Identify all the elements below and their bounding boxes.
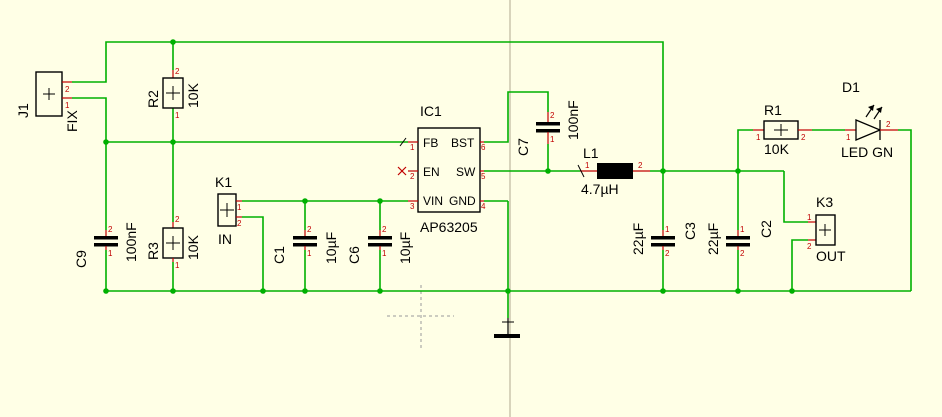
c7-value: 100nF: [565, 100, 581, 140]
r2-ref: R2: [145, 90, 161, 108]
c6-pin-2: 2: [382, 225, 387, 234]
ground-symbol: [494, 318, 520, 338]
capacitor-c6[interactable]: 2 1 C6 10µF: [346, 225, 413, 264]
l1-ref: L1: [583, 145, 599, 161]
r2-pin-1: 1: [175, 111, 180, 120]
r3-pin-2: 2: [175, 215, 180, 224]
r1-ref: R1: [764, 102, 782, 118]
led-d1[interactable]: 1 2 D1 LED GN: [841, 79, 898, 160]
d1-pin-1: 1: [846, 133, 851, 142]
r2-pin-2: 2: [175, 67, 180, 76]
c3-pin-1: 1: [665, 225, 670, 234]
j1-pin-1: 1: [65, 101, 70, 110]
c9-value: 100nF: [123, 222, 139, 262]
c2-pin-2: 2: [740, 249, 745, 258]
wires: [72, 41, 912, 318]
k3-ref: K3: [816, 194, 833, 210]
k3-pin-2: 2: [807, 242, 812, 251]
r1-value: 10K: [764, 141, 790, 157]
k3-value: OUT: [816, 248, 846, 264]
c2-ref: C2: [758, 220, 774, 238]
c7-pin-2: 2: [550, 111, 555, 120]
d1-ref: D1: [842, 79, 860, 95]
c7-pin-1: 1: [550, 135, 555, 144]
c6-ref: C6: [346, 246, 362, 264]
k1-pin-2: 2: [237, 219, 242, 228]
capacitor-c9[interactable]: 2 1 C9 100nF: [73, 222, 139, 268]
r3-ref: R3: [145, 242, 161, 260]
ic1-pin-en-label: EN: [423, 165, 440, 179]
k1-pin-1: 1: [237, 203, 242, 212]
inductor-l1[interactable]: 1 2 L1 4.7µH: [577, 145, 650, 197]
connector-k3[interactable]: 1 2 K3 OUT: [807, 194, 846, 264]
ic1-pin-2: 2: [410, 172, 415, 181]
ic1-pin-gnd-label: GND: [449, 194, 476, 208]
capacitor-c7[interactable]: 2 1 C7 100nF: [515, 100, 581, 156]
ic1-pin-3: 3: [410, 202, 415, 211]
l1-pin-1: 1: [585, 161, 590, 170]
ic1-pin-5: 5: [481, 172, 486, 181]
l1-pin-2: 2: [638, 161, 643, 170]
c3-ref: C3: [682, 222, 698, 240]
ic-ap63205[interactable]: IC1 AP63205 FB EN VIN BST SW GND 1 2 3 6…: [397, 103, 486, 235]
c3-value: 22µF: [630, 223, 646, 255]
ic1-pin-6: 6: [481, 143, 486, 152]
c2-pin-1: 1: [740, 225, 745, 234]
r2-value: 10K: [185, 82, 201, 108]
resistor-r2[interactable]: 2 1 R2 10K: [145, 67, 201, 120]
r3-value: 10K: [185, 234, 201, 260]
c1-pin-1: 1: [307, 249, 312, 258]
c1-ref: C1: [271, 246, 287, 264]
c6-pin-1: 1: [382, 249, 387, 258]
ic1-pin-fb-label: FB: [423, 136, 438, 150]
ic1-pin-vin-label: VIN: [423, 194, 443, 208]
capacitor-c3[interactable]: 1 2 22µF C3: [630, 222, 698, 258]
c9-pin-2: 2: [108, 225, 113, 234]
j1-value: FIX: [64, 110, 80, 132]
k1-value: IN: [218, 231, 232, 247]
c7-ref: C7: [515, 138, 531, 156]
resistor-r1[interactable]: 1 2 R1 10K: [753, 102, 812, 157]
r3-pin-1: 1: [175, 261, 180, 270]
connector-j1[interactable]: 2 1 J1 FIX: [15, 71, 80, 132]
j1-pin-2: 2: [65, 85, 70, 94]
c2-value: 22µF: [705, 223, 721, 255]
c3-pin-2: 2: [665, 249, 670, 258]
ic1-pin-1: 1: [410, 143, 415, 152]
c9-pin-1: 1: [108, 249, 113, 258]
r1-pin-2: 2: [801, 133, 806, 142]
c9-ref: C9: [73, 250, 89, 268]
ic1-pin-4: 4: [481, 202, 486, 211]
r1-pin-1: 1: [756, 133, 761, 142]
ic1-pin-bst-label: BST: [451, 136, 475, 150]
j1-ref: J1: [15, 103, 31, 118]
k1-ref: K1: [215, 174, 232, 190]
c1-value: 10µF: [323, 232, 339, 264]
connector-k1[interactable]: 1 2 K1 IN: [215, 174, 242, 247]
c6-value: 10µF: [397, 232, 413, 264]
k3-pin-1: 1: [807, 213, 812, 222]
junction-dots: [103, 39, 795, 294]
l1-value: 4.7µH: [581, 181, 619, 197]
capacitor-c2[interactable]: 1 2 22µF C2: [705, 220, 774, 258]
c1-pin-2: 2: [307, 225, 312, 234]
ic1-value: AP63205: [420, 219, 478, 235]
ic1-ref: IC1: [420, 103, 442, 119]
d1-pin-2: 2: [886, 120, 891, 129]
ic1-pin-sw-label: SW: [456, 165, 476, 179]
capacitor-c1[interactable]: 2 1 C1 10µF: [271, 225, 339, 264]
resistor-r3[interactable]: 2 1 R3 10K: [145, 215, 201, 270]
d1-value: LED GN: [841, 144, 893, 160]
